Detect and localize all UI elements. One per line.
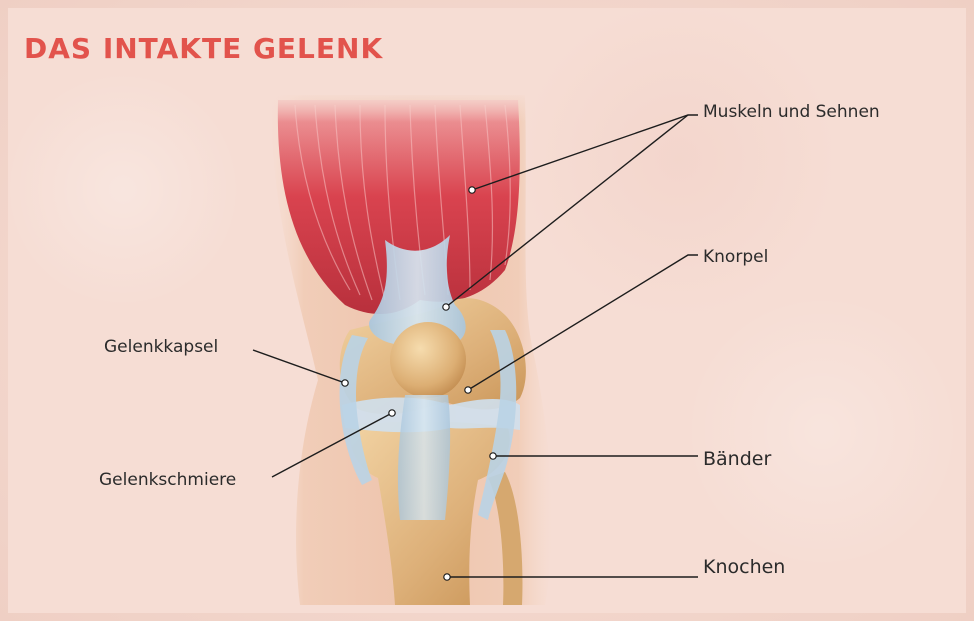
- dot-ligaments: [490, 453, 496, 459]
- label-muscles: Muskeln und Sehnen: [703, 102, 880, 122]
- label-cartilage: Knorpel: [703, 247, 768, 267]
- patella: [390, 322, 466, 398]
- label-capsule: Gelenkkapsel: [104, 337, 218, 357]
- dot-bone: [444, 574, 450, 580]
- dot-capsule: [342, 380, 348, 386]
- dot-tendon: [443, 304, 449, 310]
- dot-muscles: [469, 187, 475, 193]
- patellar-ligament: [398, 395, 450, 520]
- label-bone: Knochen: [703, 556, 785, 578]
- label-ligaments: Bänder: [703, 448, 771, 470]
- dot-synovia: [389, 410, 395, 416]
- label-synovia: Gelenkschmiere: [99, 470, 236, 490]
- dot-cartilage: [465, 387, 471, 393]
